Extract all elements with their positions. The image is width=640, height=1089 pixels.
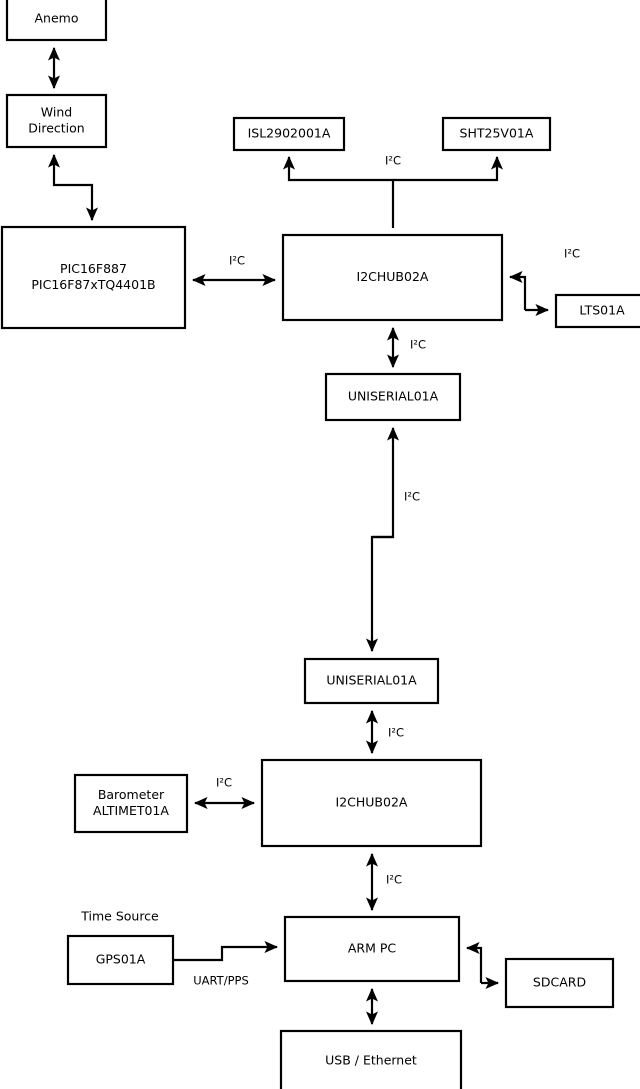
diagram-edge: I²C bbox=[191, 254, 277, 287]
edge-label: I²C bbox=[564, 247, 580, 261]
diagram-edge: I²C bbox=[365, 852, 402, 912]
node-box[interactable] bbox=[504, 957, 615, 1009]
node-box[interactable] bbox=[66, 934, 175, 986]
free-labels-layer: Time Source bbox=[80, 909, 159, 924]
diagram-node-sht[interactable]: SHT25V01A bbox=[441, 116, 552, 152]
node-label: ALTIMET01A bbox=[93, 803, 169, 818]
node-label: Barometer bbox=[98, 787, 165, 802]
node-box[interactable] bbox=[5, 0, 108, 42]
diagram-node-sdcard[interactable]: SDCARD bbox=[504, 957, 615, 1009]
node-box[interactable] bbox=[441, 116, 552, 152]
node-label: I2CHUB02A bbox=[357, 269, 429, 284]
diagram-node-uniserial_dn[interactable]: UNISERIAL01A bbox=[303, 657, 440, 705]
edge-path bbox=[393, 155, 504, 182]
diagram-node-lts[interactable]: LTS01A bbox=[554, 293, 640, 329]
edge-label: I²C bbox=[385, 154, 401, 168]
node-label: UNISERIAL01A bbox=[348, 389, 439, 404]
node-box[interactable] bbox=[73, 773, 189, 834]
node-box[interactable] bbox=[303, 657, 440, 705]
node-box[interactable] bbox=[5, 93, 108, 149]
node-label: PIC16F887 bbox=[60, 261, 127, 276]
free-label-time-source: Time Source bbox=[80, 909, 159, 924]
node-label: SDCARD bbox=[533, 975, 586, 990]
node-label: UNISERIAL01A bbox=[326, 673, 417, 688]
node-label: Wind bbox=[41, 105, 72, 120]
node-label: LTS01A bbox=[579, 303, 625, 318]
node-box[interactable] bbox=[554, 293, 640, 329]
diagram-node-hub_top[interactable]: I2CHUB02A bbox=[281, 233, 504, 322]
edge-path bbox=[282, 155, 395, 228]
edge-path bbox=[173, 940, 279, 962]
node-box[interactable] bbox=[260, 758, 483, 848]
diagram-edge: I²C bbox=[365, 426, 420, 653]
diagram-edge: I²C bbox=[508, 247, 580, 317]
node-box[interactable] bbox=[0, 225, 187, 330]
diagram-node-armpc[interactable]: ARM PC bbox=[283, 915, 461, 983]
node-label: GPS01A bbox=[96, 952, 146, 967]
diagram-node-gps[interactable]: GPS01A bbox=[66, 934, 175, 986]
node-label: Anemo bbox=[35, 11, 79, 26]
node-label: Direction bbox=[28, 121, 84, 136]
diagram-node-uniserial_up[interactable]: UNISERIAL01A bbox=[324, 372, 462, 422]
edge-path bbox=[372, 426, 400, 539]
edge-path bbox=[465, 941, 483, 983]
node-box[interactable] bbox=[324, 372, 462, 422]
diagram-edge: I²C bbox=[193, 776, 256, 810]
node-label: USB / Ethernet bbox=[325, 1053, 417, 1068]
edge-path bbox=[365, 535, 393, 653]
node-label: ISL2902001A bbox=[248, 126, 331, 141]
diagram-node-usbeth[interactable]: USB / Ethernet bbox=[279, 1029, 463, 1089]
diagram-edge bbox=[465, 941, 500, 990]
edge-label: I²C bbox=[216, 776, 232, 790]
edges-layer: I²C I²C I²C I²C I²C I²C I²C I²C UART/PPS bbox=[47, 46, 580, 1026]
diagram-edge: UART/PPS bbox=[173, 940, 279, 988]
diagram-node-hub_bottom[interactable]: I2CHUB02A bbox=[260, 758, 483, 848]
edge-label: UART/PPS bbox=[193, 974, 249, 988]
edge-path bbox=[508, 270, 527, 310]
edge-path bbox=[47, 153, 99, 222]
diagram-edge bbox=[47, 153, 99, 222]
node-label: I2CHUB02A bbox=[336, 795, 408, 810]
diagram-edge: I²C bbox=[386, 326, 426, 369]
diagram-edge bbox=[393, 155, 504, 182]
diagram-edge: I²C bbox=[282, 154, 401, 228]
diagram-edge: I²C bbox=[365, 709, 404, 755]
edge-label: I²C bbox=[388, 726, 404, 740]
node-label: SHT25V01A bbox=[460, 126, 534, 141]
node-box[interactable] bbox=[283, 915, 461, 983]
edge-label: I²C bbox=[410, 338, 426, 352]
node-label: PIC16F87xTQ4401B bbox=[31, 277, 155, 292]
node-box[interactable] bbox=[232, 116, 346, 152]
edge-label: I²C bbox=[229, 254, 245, 268]
node-box[interactable] bbox=[281, 233, 504, 322]
node-box[interactable] bbox=[279, 1029, 463, 1089]
node-label: ARM PC bbox=[348, 941, 397, 956]
diagram-node-isl[interactable]: ISL2902001A bbox=[232, 116, 346, 152]
edge-label: I²C bbox=[404, 490, 420, 504]
diagram-node-anemo[interactable]: Anemo bbox=[5, 0, 108, 42]
edge-label: I²C bbox=[386, 873, 402, 887]
